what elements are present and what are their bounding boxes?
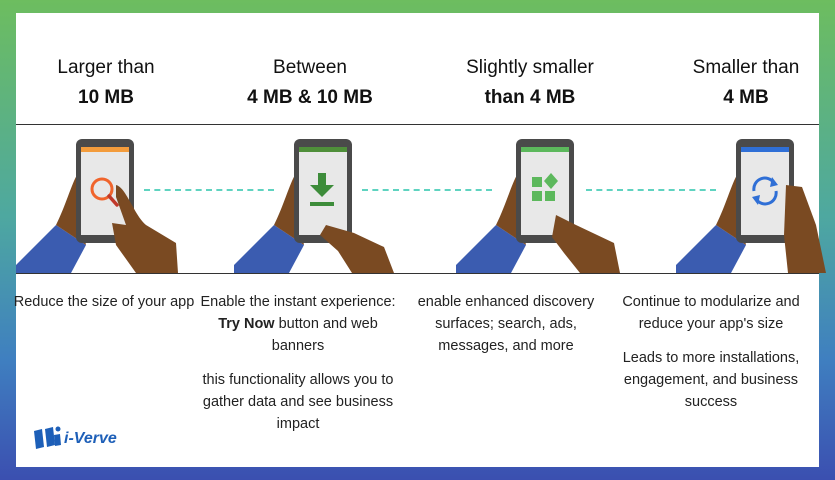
heading-line2: than 4 MB xyxy=(484,87,576,108)
heading-line2: 10 MB xyxy=(78,87,134,108)
top-divider xyxy=(16,124,819,125)
screen-bar xyxy=(741,147,789,152)
refresh-icon xyxy=(752,176,778,206)
text-segment: button and web banners xyxy=(271,316,378,354)
heading-larger-than-10mb: Larger than 10 MB xyxy=(6,53,206,113)
heading-between-4-10mb: Between 4 MB & 10 MB xyxy=(210,53,410,113)
description-slightly-smaller-4mb: enable enhanced discovery surfaces; sear… xyxy=(408,291,604,369)
description-smaller-than-4mb: Continue to modularize and reduce your a… xyxy=(604,291,818,425)
heading-line1: Slightly smaller xyxy=(466,57,594,78)
description-text: Enable the instant experience: Try Now b… xyxy=(200,291,396,357)
heading-smaller-than-4mb: Smaller than 4 MB xyxy=(646,53,835,113)
hand-phone-illustration xyxy=(16,139,178,273)
description-text: Reduce the size of your app xyxy=(13,294,195,310)
phones-row xyxy=(16,125,826,273)
connector-dash xyxy=(586,189,716,191)
description-text: enable enhanced discovery surfaces; sear… xyxy=(417,294,595,354)
search-icon xyxy=(90,177,119,207)
description-larger-than-10mb: Reduce the size of your app xyxy=(6,291,202,325)
screen-bar xyxy=(521,147,569,152)
screen-bar xyxy=(299,147,347,152)
logo-text: i-Verve xyxy=(64,430,117,447)
hand-phone-illustration xyxy=(456,139,620,273)
description-text: Leads to more installations, engagement,… xyxy=(622,350,800,410)
heading-line1: Between xyxy=(273,57,347,78)
connector-dash xyxy=(362,189,492,191)
download-icon xyxy=(310,173,334,206)
description-text: Continue to modularize and reduce your a… xyxy=(622,294,800,332)
heading-line2: 4 MB & 10 MB xyxy=(247,87,373,108)
shapes-icon xyxy=(532,173,558,201)
text-segment: Enable the instant experience: xyxy=(200,294,396,310)
iverve-logo: i-Verve xyxy=(32,425,117,453)
hand-phone-illustration xyxy=(234,139,394,273)
try-now-emphasis: Try Now xyxy=(218,316,275,332)
description-text: this functionality allows you to gather … xyxy=(202,372,394,432)
infographic-card: Larger than 10 MB Between 4 MB & 10 MB S… xyxy=(14,13,826,467)
heading-line2: 4 MB xyxy=(723,87,769,108)
bottom-divider xyxy=(16,273,819,274)
hand-phone-illustration xyxy=(676,139,826,273)
heading-line1: Larger than xyxy=(57,57,155,78)
iverve-logo-mark xyxy=(34,426,61,449)
heading-line1: Smaller than xyxy=(692,57,800,78)
heading-slightly-smaller-4mb: Slightly smaller than 4 MB xyxy=(430,53,630,113)
description-between-4-10mb: Enable the instant experience: Try Now b… xyxy=(200,291,396,447)
screen-bar xyxy=(81,147,129,152)
connector-dash xyxy=(144,189,274,191)
